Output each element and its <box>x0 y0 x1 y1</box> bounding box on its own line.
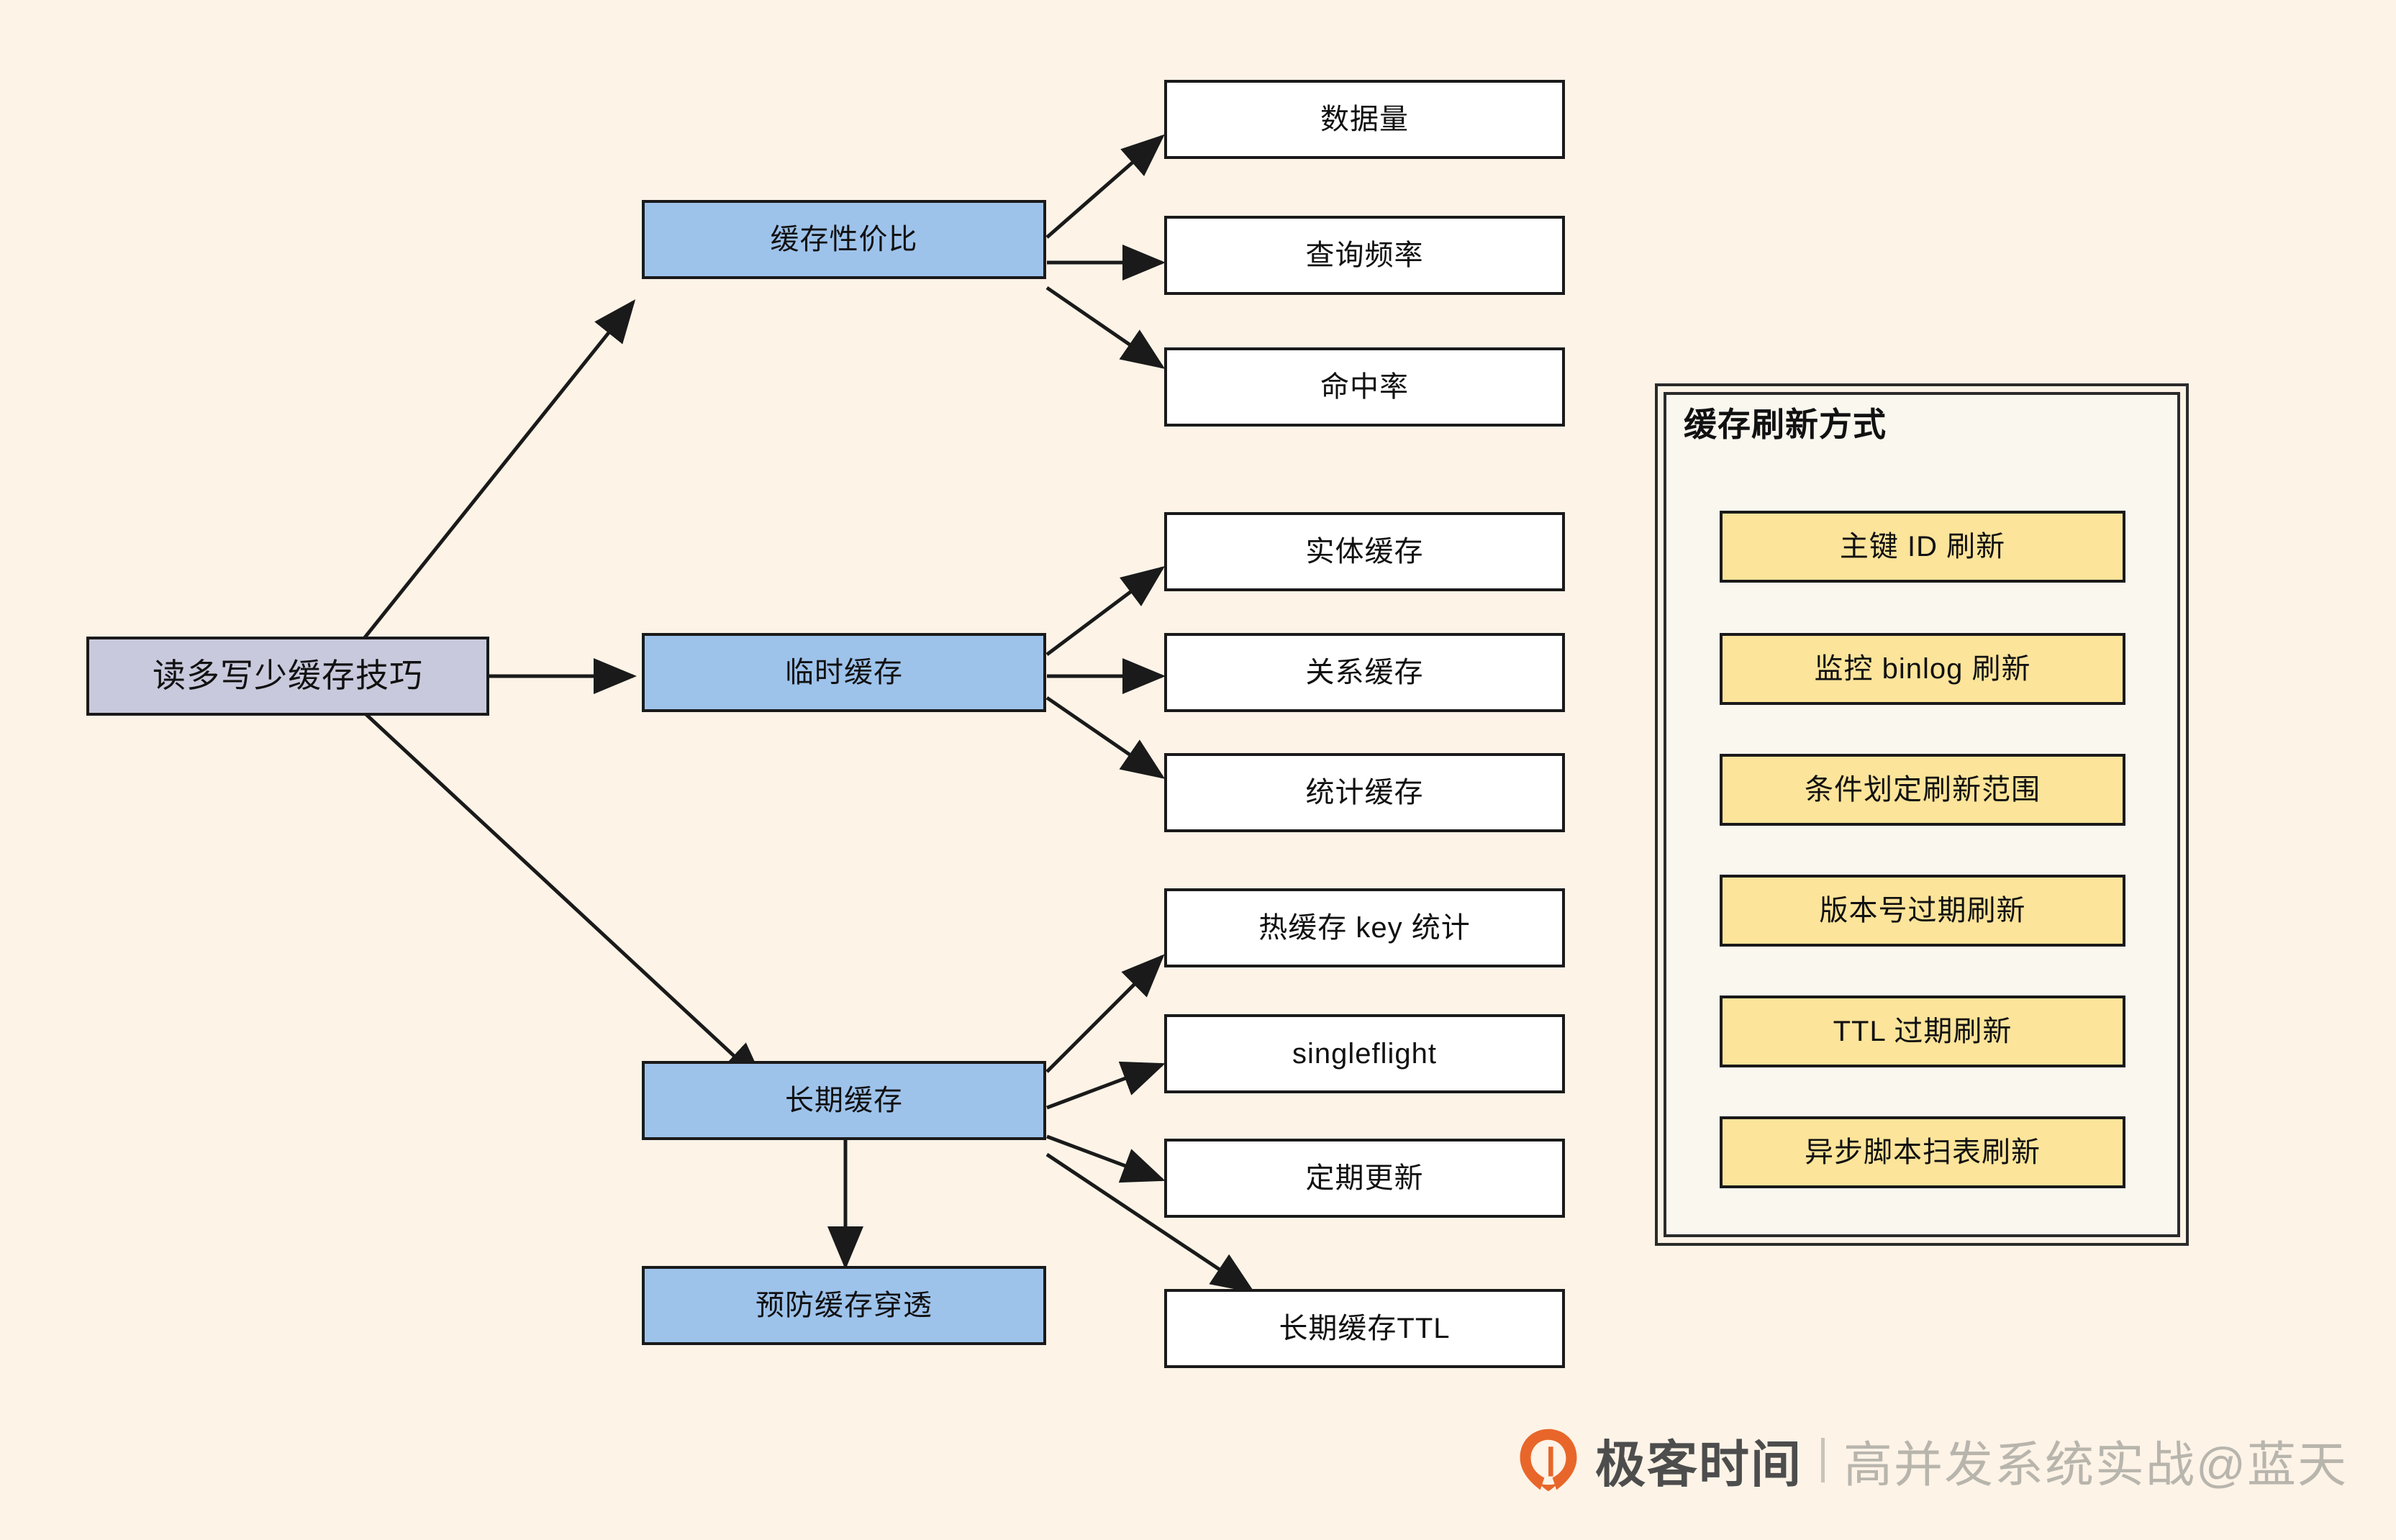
node-root[interactable]: 读多写少缓存技巧 <box>86 637 489 716</box>
footer-divider <box>1821 1438 1825 1482</box>
node-leaf-singleflight[interactable]: singleflight <box>1164 1014 1565 1093</box>
geekbang-logo-icon <box>1515 1426 1582 1494</box>
refresh-item-primary-key-id[interactable]: 主键 ID 刷新 <box>1720 511 2125 583</box>
refresh-item-version-expiry[interactable]: 版本号过期刷新 <box>1720 875 2125 947</box>
node-leaf-hit-rate[interactable]: 命中率 <box>1164 347 1565 427</box>
refresh-item-condition-scope[interactable]: 条件划定刷新范围 <box>1720 754 2125 826</box>
footer-watermark: 极客时间 高并发系统实战@蓝天 <box>1515 1421 2348 1500</box>
node-branch-cache-cost-benefit[interactable]: 缓存性价比 <box>642 200 1046 279</box>
node-leaf-relation-cache[interactable]: 关系缓存 <box>1164 633 1565 712</box>
node-leaf-longterm-cache-ttl[interactable]: 长期缓存TTL <box>1164 1289 1565 1368</box>
node-leaf-data-volume[interactable]: 数据量 <box>1164 80 1565 159</box>
node-leaf-entity-cache[interactable]: 实体缓存 <box>1164 512 1565 591</box>
node-leaf-statistics-cache[interactable]: 统计缓存 <box>1164 753 1565 832</box>
node-branch-temporary-cache[interactable]: 临时缓存 <box>642 633 1046 712</box>
node-branch-longterm-cache[interactable]: 长期缓存 <box>642 1061 1046 1140</box>
refresh-item-ttl-expiry[interactable]: TTL 过期刷新 <box>1720 995 2125 1067</box>
node-leaf-query-frequency[interactable]: 查询频率 <box>1164 216 1565 295</box>
cache-refresh-panel-title: 缓存刷新方式 <box>1684 406 1887 443</box>
footer-brand: 极客时间 <box>1595 1436 1802 1493</box>
node-prevent-cache-penetration[interactable]: 预防缓存穿透 <box>642 1266 1046 1345</box>
node-leaf-periodic-update[interactable]: 定期更新 <box>1164 1139 1565 1218</box>
footer-tagline: 高并发系统实战@蓝天 <box>1843 1437 2349 1493</box>
node-leaf-hot-key-statistics[interactable]: 热缓存 key 统计 <box>1164 888 1565 967</box>
refresh-item-binlog-monitor[interactable]: 监控 binlog 刷新 <box>1720 633 2125 705</box>
refresh-item-async-script-scan[interactable]: 异步脚本扫表刷新 <box>1720 1116 2125 1188</box>
